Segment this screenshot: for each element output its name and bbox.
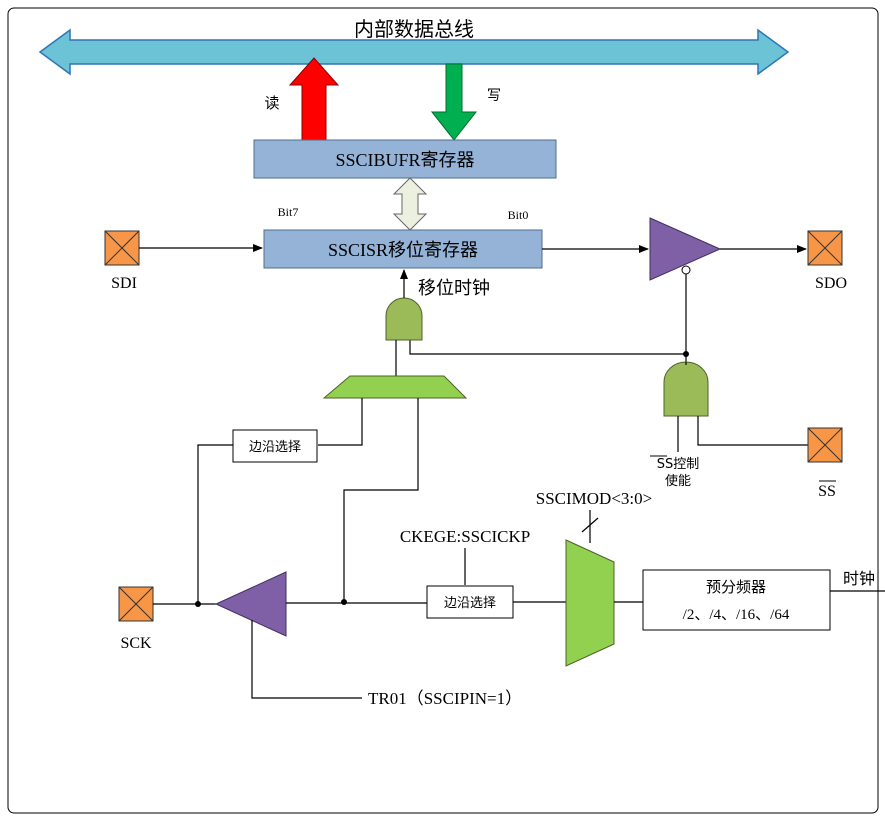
read-arrow (288, 57, 340, 141)
sdi-label: SDI (111, 275, 137, 292)
edge-select-box-bottom (426, 585, 514, 619)
bit0-label: Bit0 (508, 208, 529, 222)
enable-to-and-gate-line (409, 340, 686, 355)
write-arrow (430, 63, 478, 141)
edge-select-box-top-label: 边沿选择 (249, 440, 301, 455)
sdi-pin (104, 230, 140, 266)
sscibufr-register-label: SSCIBUFR寄存器 (335, 150, 474, 170)
internal-data-bus-arrow (38, 28, 790, 76)
prescaler-box (642, 569, 831, 631)
sscibufr-register (253, 139, 557, 179)
prescaler-title: 预分频器 (706, 578, 766, 596)
sck-junction-dot (195, 601, 201, 607)
clock-source-mux (565, 539, 615, 667)
sck-internal-junction-dot (341, 599, 347, 605)
tr01-control-line (251, 620, 362, 699)
prescaler-divisions: /2、/4、/16、/64 (683, 607, 790, 623)
buffer-shift-transfer-arrow (392, 177, 428, 231)
outer-frame (7, 7, 879, 814)
sscimod-bus-slash (581, 517, 599, 533)
edge-select-box-top (232, 429, 318, 463)
sscisr-shift-register-label: SSCISR移位寄存器 (328, 240, 478, 260)
sdo-pin (807, 230, 843, 266)
sck-to-edge-select-top (197, 444, 233, 604)
ss-label: SS (818, 483, 836, 500)
sscisr-shift-register (263, 229, 543, 269)
ss-control-and-gate (663, 361, 709, 417)
clock-out-label: 时钟 (843, 569, 875, 588)
tr01-label: TR01（SSCIPIN=1） (368, 689, 522, 708)
sck-buffer (214, 571, 287, 637)
ss-pin-to-gate-line (697, 416, 808, 446)
mux-top-right-input (343, 398, 419, 600)
shift-clock-and-gate (385, 297, 423, 341)
edge-mux-top (322, 375, 468, 399)
sdo-output-buffer (649, 217, 722, 281)
shift-clock-label: 移位时钟 (418, 278, 490, 299)
sdo-label: SDO (815, 275, 847, 292)
mux-top-left-input (318, 398, 363, 446)
edge-select-box-bottom-label: 边沿选择 (444, 596, 496, 611)
read-label: 读 (264, 94, 279, 112)
bit7-label: Bit7 (278, 205, 299, 219)
ss-control-label-line1: SS控制 (657, 457, 700, 472)
sck-pin (118, 586, 154, 622)
write-label: 写 (487, 88, 501, 104)
sscimod-label: SSCIMOD<3:0> (536, 489, 652, 508)
internal-data-bus-label: 内部数据总线 (354, 17, 474, 41)
ckege-label: CKEGE:SSCICKP (400, 527, 530, 546)
sck-label: SCK (120, 635, 152, 652)
ss-pin (807, 427, 843, 463)
sdo-buffer-enable-bubble (681, 265, 691, 275)
ss-control-label-line2: 使能 (665, 473, 691, 489)
